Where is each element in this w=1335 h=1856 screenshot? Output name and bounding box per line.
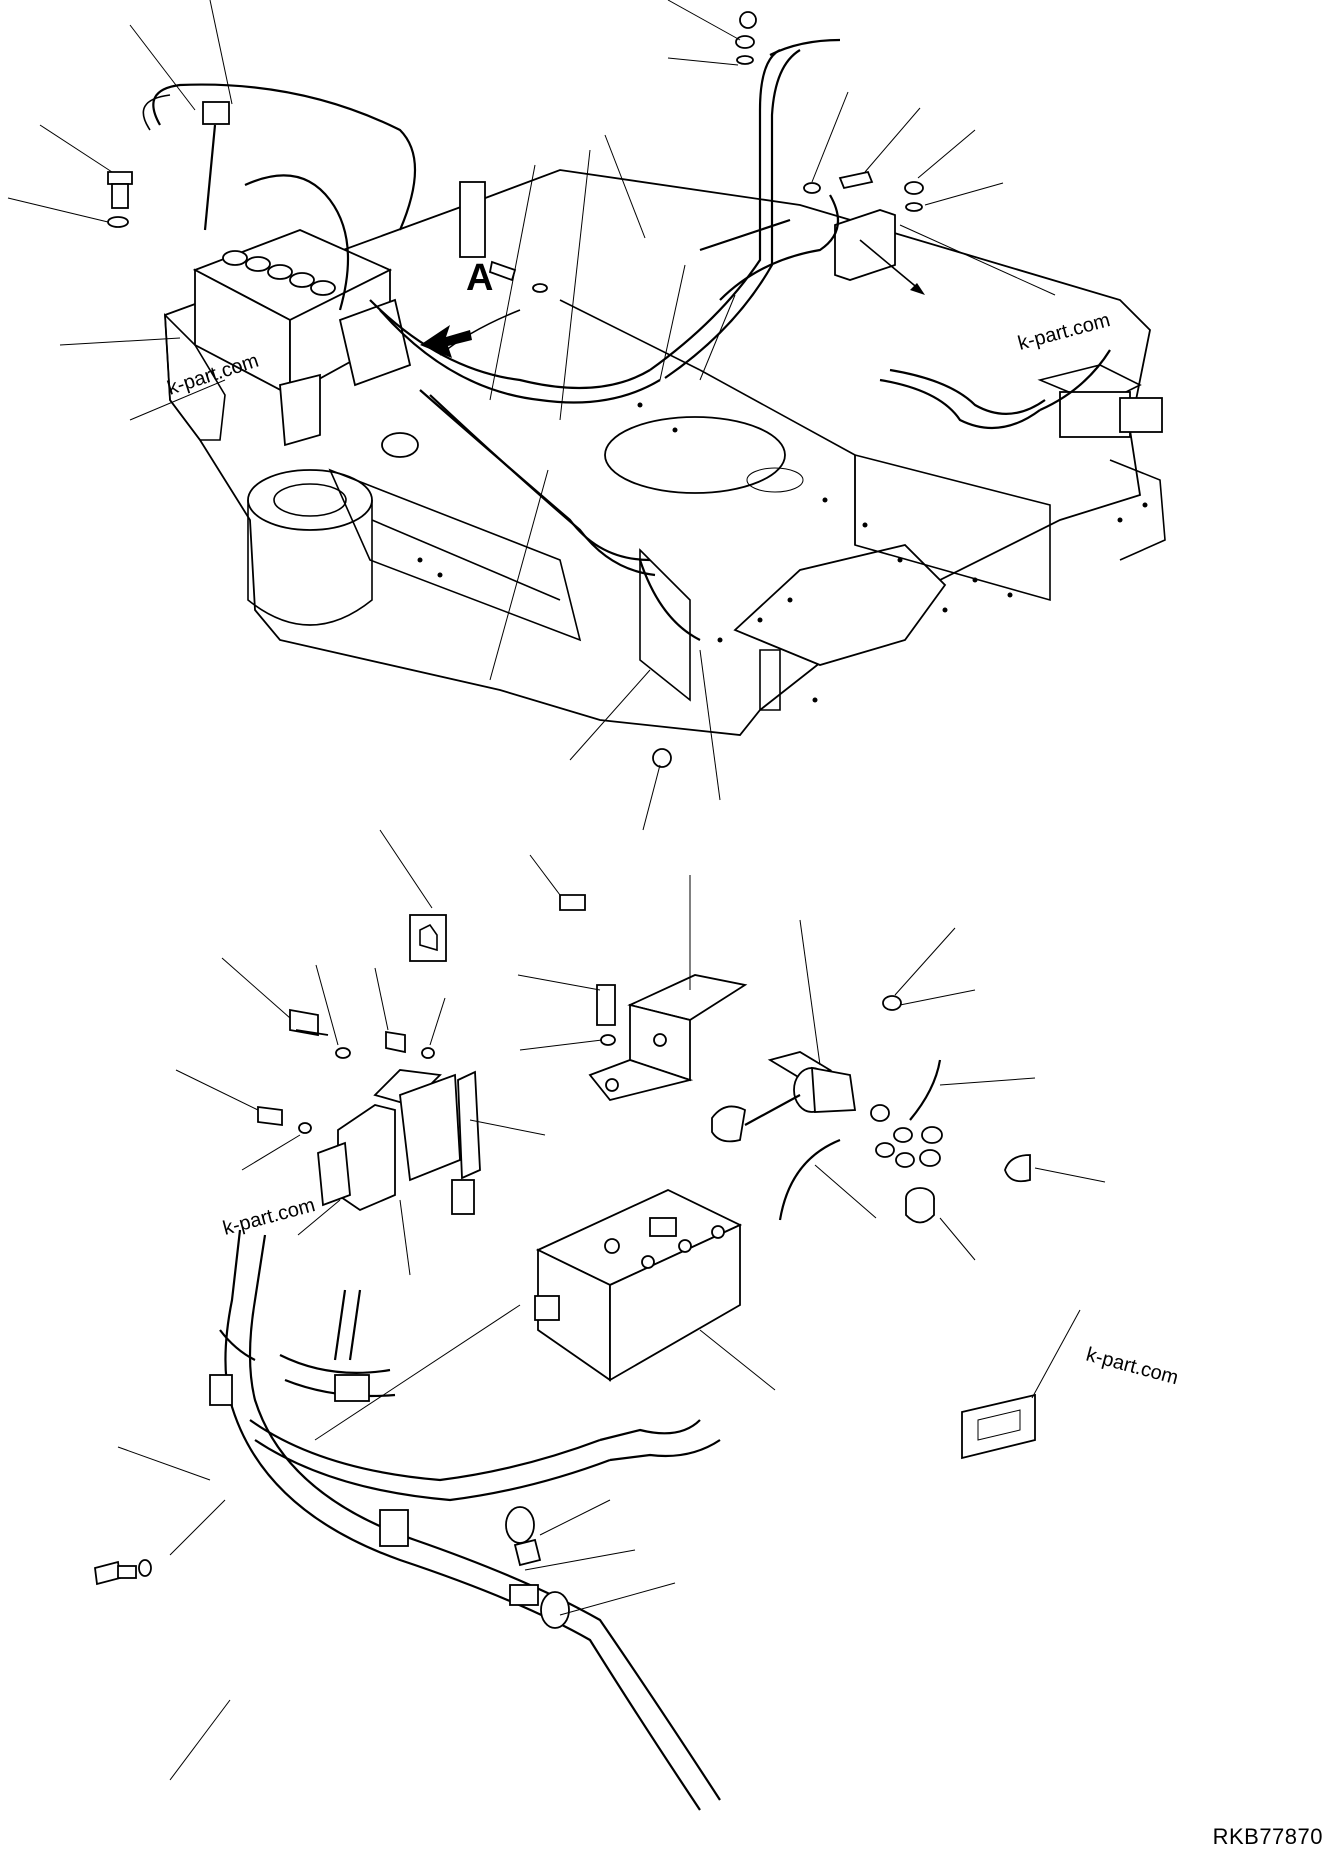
hardware-upper [107, 11, 1163, 768]
direction-line [859, 239, 921, 291]
hardware-lower [94, 1559, 152, 1586]
relay-assembly [257, 1008, 481, 1215]
battery-switch [711, 995, 1031, 1224]
caution-decal [379, 829, 447, 962]
battery-lower [534, 1189, 743, 1382]
view-marker-label: A [466, 257, 493, 299]
battery-decal [961, 1393, 1036, 1460]
drawing-code: RKB77870 [1212, 1824, 1323, 1849]
mount-bracket [559, 894, 748, 1102]
watermark-mid-left: k-part.com [221, 1194, 318, 1240]
leader-lines-upper [7, 0, 1056, 831]
clamp-center [381, 432, 419, 458]
bracket-left [279, 373, 321, 447]
watermark-mid-right: k-part.com [1084, 1344, 1181, 1390]
mount-block [459, 181, 486, 258]
leader-lines-lower [117, 854, 1106, 1781]
frame-holes [417, 402, 1148, 703]
revolving-frame [164, 169, 1166, 736]
view-arrow: A [420, 257, 493, 358]
direction-arrowhead [910, 283, 925, 295]
